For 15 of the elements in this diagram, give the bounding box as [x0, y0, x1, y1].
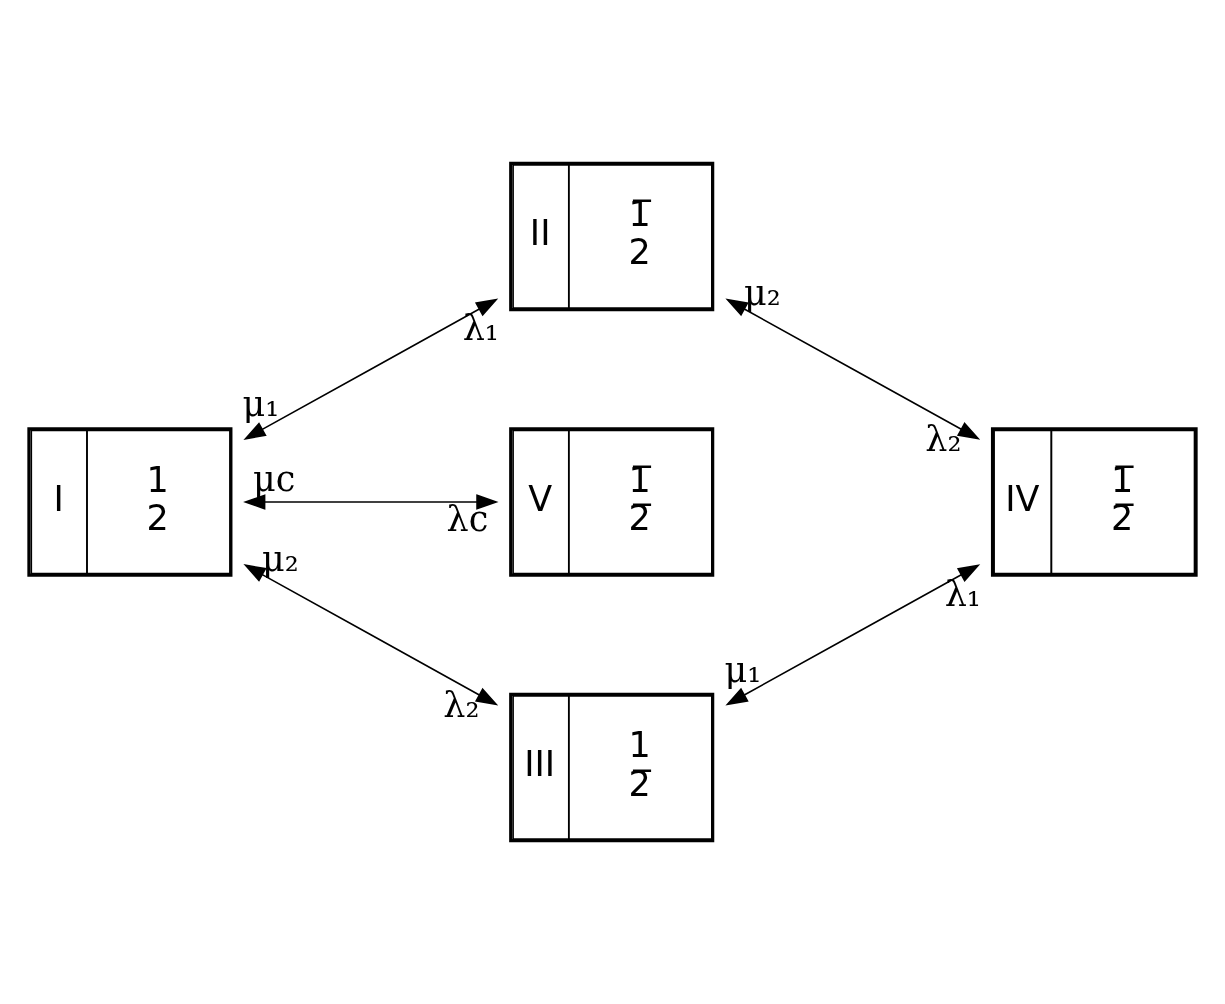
- label: μ₁: [242, 384, 280, 425]
- label: μ₁: [724, 649, 762, 690]
- label: λ₂: [925, 419, 962, 460]
- label: λ₁: [944, 573, 981, 614]
- label: μ₂: [261, 538, 299, 579]
- label: μc: [253, 458, 296, 499]
- arrow: [243, 298, 499, 440]
- arrow: [243, 564, 499, 706]
- label: λc: [446, 498, 489, 539]
- label: μ₂: [743, 272, 781, 313]
- arrow: [243, 494, 499, 510]
- label: λ₁: [462, 308, 499, 349]
- arrow: [725, 564, 981, 706]
- arrow: [725, 298, 981, 440]
- label: λ₂: [443, 684, 480, 725]
